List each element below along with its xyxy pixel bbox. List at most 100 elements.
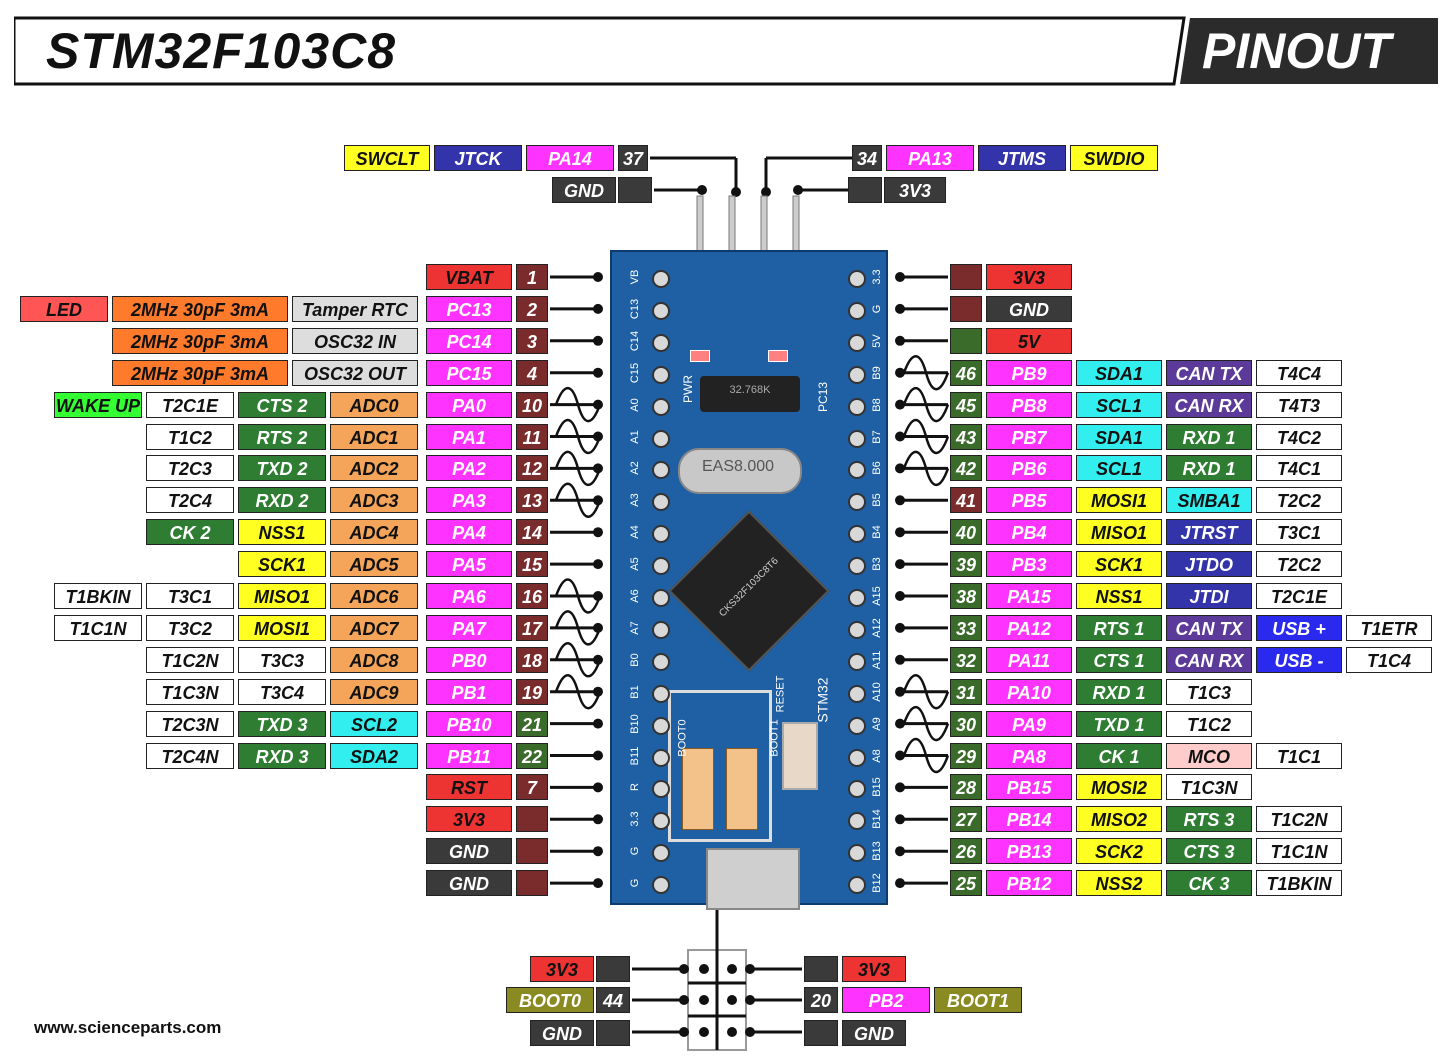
pin-label-87	[950, 295, 982, 322]
pin-label-146: T1C3	[1166, 678, 1252, 705]
pin-label-133: RTS 1	[1076, 614, 1162, 641]
pinout-badge: PINOUT	[1202, 23, 1391, 79]
left-wire-dot-3	[593, 367, 603, 378]
pin-label-148: PA9	[986, 710, 1072, 737]
right-wave-15	[902, 737, 950, 774]
swd-dot-3	[761, 187, 771, 197]
pin-label-152: PA8	[986, 742, 1072, 769]
pin-label-15: PA0	[426, 391, 512, 418]
pin-label-150: T1C2	[1166, 710, 1252, 737]
silk-right-6: B6	[871, 461, 883, 476]
board-pin-right-6	[848, 461, 866, 480]
pin-label-49: T3C1	[146, 583, 234, 609]
silk-right-14: A9	[871, 716, 883, 731]
pin-label-7: PC14	[426, 327, 512, 354]
pin-label-17: ADC0	[330, 391, 418, 418]
silk-left-16: R	[629, 783, 641, 792]
boot-header-dot-5	[727, 1027, 737, 1037]
pin-label-119: JTRST	[1166, 519, 1252, 546]
pin-label-131: 33	[950, 614, 982, 641]
pin-label-142: T1C4	[1346, 646, 1432, 673]
pin-label-36: PA4	[426, 519, 512, 546]
pin-label-182: PA13	[886, 145, 974, 171]
right-wire-dot-5	[895, 431, 905, 442]
pin-label-80	[516, 806, 548, 833]
board-pin-right-15	[848, 748, 866, 767]
right-wave-13	[902, 673, 950, 710]
silk-left-5: A1	[629, 429, 641, 444]
pin-label-92: PB9	[986, 359, 1072, 386]
pin-label-39: NSS1	[238, 519, 326, 546]
pin-label-128: NSS1	[1076, 583, 1162, 609]
board-pin-left-6	[652, 461, 670, 480]
pin-label-3: 2	[516, 295, 548, 322]
left-wire-dot-15	[593, 750, 603, 761]
pin-label-163: RTS 3	[1166, 806, 1252, 833]
pin-label-199: GND	[842, 1020, 906, 1046]
pin-label-149: TXD 1	[1076, 710, 1162, 737]
reset-label: RESET	[774, 675, 787, 713]
pin-label-102: PB7	[986, 423, 1072, 450]
silk-right-1: G	[871, 304, 883, 314]
left-wave-4	[554, 386, 602, 423]
pin-label-1: 1	[516, 264, 548, 290]
right-wire-dot-4	[895, 399, 905, 410]
pin-label-107: PB6	[986, 455, 1072, 482]
pin-label-155: T1C1	[1256, 742, 1342, 769]
pin-label-120: T3C1	[1256, 519, 1342, 546]
pin-label-189	[804, 956, 838, 982]
pin-label-88: GND	[986, 295, 1072, 322]
left-wave-13	[554, 673, 602, 710]
pin-label-89	[950, 327, 982, 354]
board-pin-right-0	[848, 270, 866, 288]
boot-dot-r-2	[745, 1027, 755, 1037]
board-pin-right-14	[848, 716, 866, 735]
pin-label-179: GND	[552, 177, 616, 203]
pin-label-68: 21	[516, 710, 548, 737]
board-pin-right-16	[848, 780, 866, 799]
pin-label-82	[516, 838, 548, 865]
right-wire-dot-15	[895, 750, 905, 761]
right-wire-dot-19	[895, 878, 905, 889]
pin-label-24: RTS 2	[238, 423, 326, 450]
pin-label-171: PB12	[986, 870, 1072, 897]
reset-button[interactable]	[782, 722, 818, 790]
pin-label-58: 18	[516, 646, 548, 673]
led-pc13	[768, 350, 788, 362]
pin-label-95: T4C4	[1256, 359, 1342, 386]
pin-label-115: T2C2	[1256, 487, 1342, 514]
pin-label-86: 3V3	[986, 264, 1072, 290]
board-pin-left-9	[652, 557, 670, 576]
pin-label-21: PA1	[426, 423, 512, 450]
pin-label-136: T1ETR	[1346, 614, 1432, 641]
pin-label-35: T2C4	[146, 487, 234, 514]
pin-label-59: ADC8	[330, 646, 418, 673]
pin-label-165: 26	[950, 838, 982, 865]
pin-label-101: 43	[950, 423, 982, 450]
pin-label-73: 22	[516, 742, 548, 769]
pin-label-194: PB2	[842, 987, 930, 1013]
left-wire-dot-18	[593, 846, 603, 857]
left-wire-dot-14	[593, 718, 603, 729]
board-pin-right-10	[848, 589, 866, 607]
pin-label-34: RXD 2	[238, 487, 326, 514]
silk-right-9: B3	[871, 557, 883, 571]
board-pin-right-1	[848, 301, 866, 320]
board-pin-left-16	[652, 780, 670, 799]
pin-label-138: PA11	[986, 646, 1072, 673]
pin-label-123: SCK1	[1076, 551, 1162, 578]
silk-left-2: C14	[629, 330, 641, 351]
silk-right-11: A12	[871, 618, 883, 638]
pin-label-85	[950, 264, 982, 290]
silk-left-0: VB	[629, 269, 641, 285]
silk-right-16: B15	[871, 777, 883, 798]
board-pin-left-17	[652, 812, 670, 831]
pin-label-104: RXD 1	[1166, 423, 1252, 450]
right-wire-dot-17	[895, 814, 905, 825]
pin-label-167: SCK2	[1076, 838, 1162, 865]
pin-label-117: PB4	[986, 519, 1072, 546]
pin-label-84	[516, 870, 548, 897]
pin-label-74: SDA2	[330, 742, 418, 769]
board-pin-right-9	[848, 557, 866, 576]
pin-label-118: MISO1	[1076, 519, 1162, 546]
